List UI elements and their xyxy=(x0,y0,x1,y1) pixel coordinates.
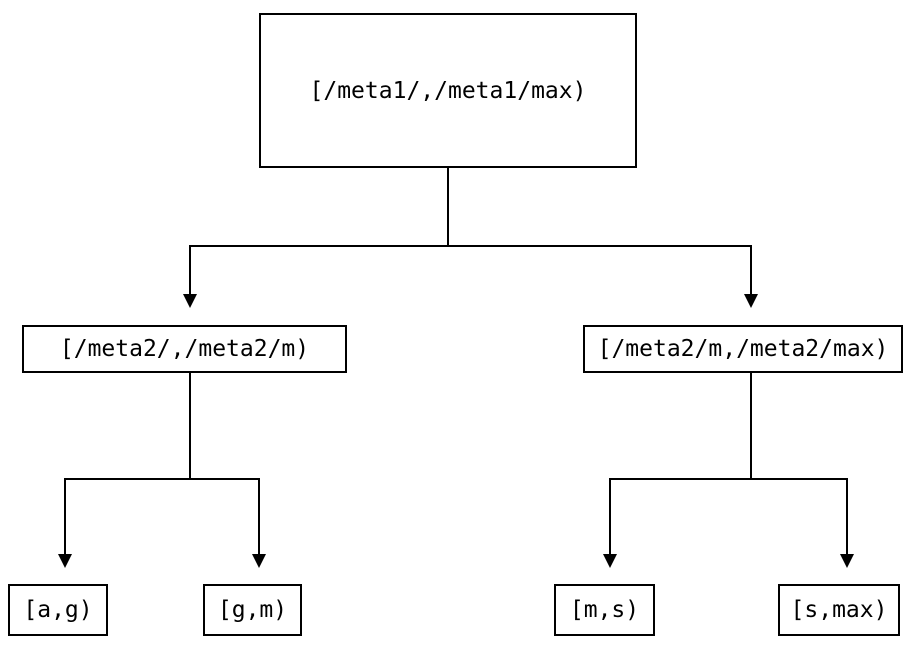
arrow-down-icon xyxy=(840,554,854,568)
node-leaf-ms-label: [m,s) xyxy=(569,597,640,623)
node-leaf-ms: [m,s) xyxy=(554,584,655,636)
arrow-down-icon xyxy=(744,294,758,308)
arrow-down-icon xyxy=(603,554,617,568)
node-leaf-ag: [a,g) xyxy=(8,584,108,636)
node-right-child: [/meta2/m,/meta2/max) xyxy=(583,325,903,373)
node-left-child: [/meta2/,/meta2/m) xyxy=(22,325,347,373)
arrow-down-icon xyxy=(183,294,197,308)
node-root-label: [/meta1/,/meta1/max) xyxy=(309,77,587,104)
node-leaf-smax: [s,max) xyxy=(778,584,900,636)
arrow-down-icon xyxy=(252,554,266,568)
node-leaf-gm: [g,m) xyxy=(203,584,302,636)
node-right-child-label: [/meta2/m,/meta2/max) xyxy=(597,336,889,362)
arrow-down-icon xyxy=(58,554,72,568)
node-leaf-gm-label: [g,m) xyxy=(217,597,288,623)
node-leaf-smax-label: [s,max) xyxy=(790,597,888,623)
node-leaf-ag-label: [a,g) xyxy=(23,597,93,623)
node-root: [/meta1/,/meta1/max) xyxy=(259,13,637,168)
node-left-child-label: [/meta2/,/meta2/m) xyxy=(59,336,310,362)
